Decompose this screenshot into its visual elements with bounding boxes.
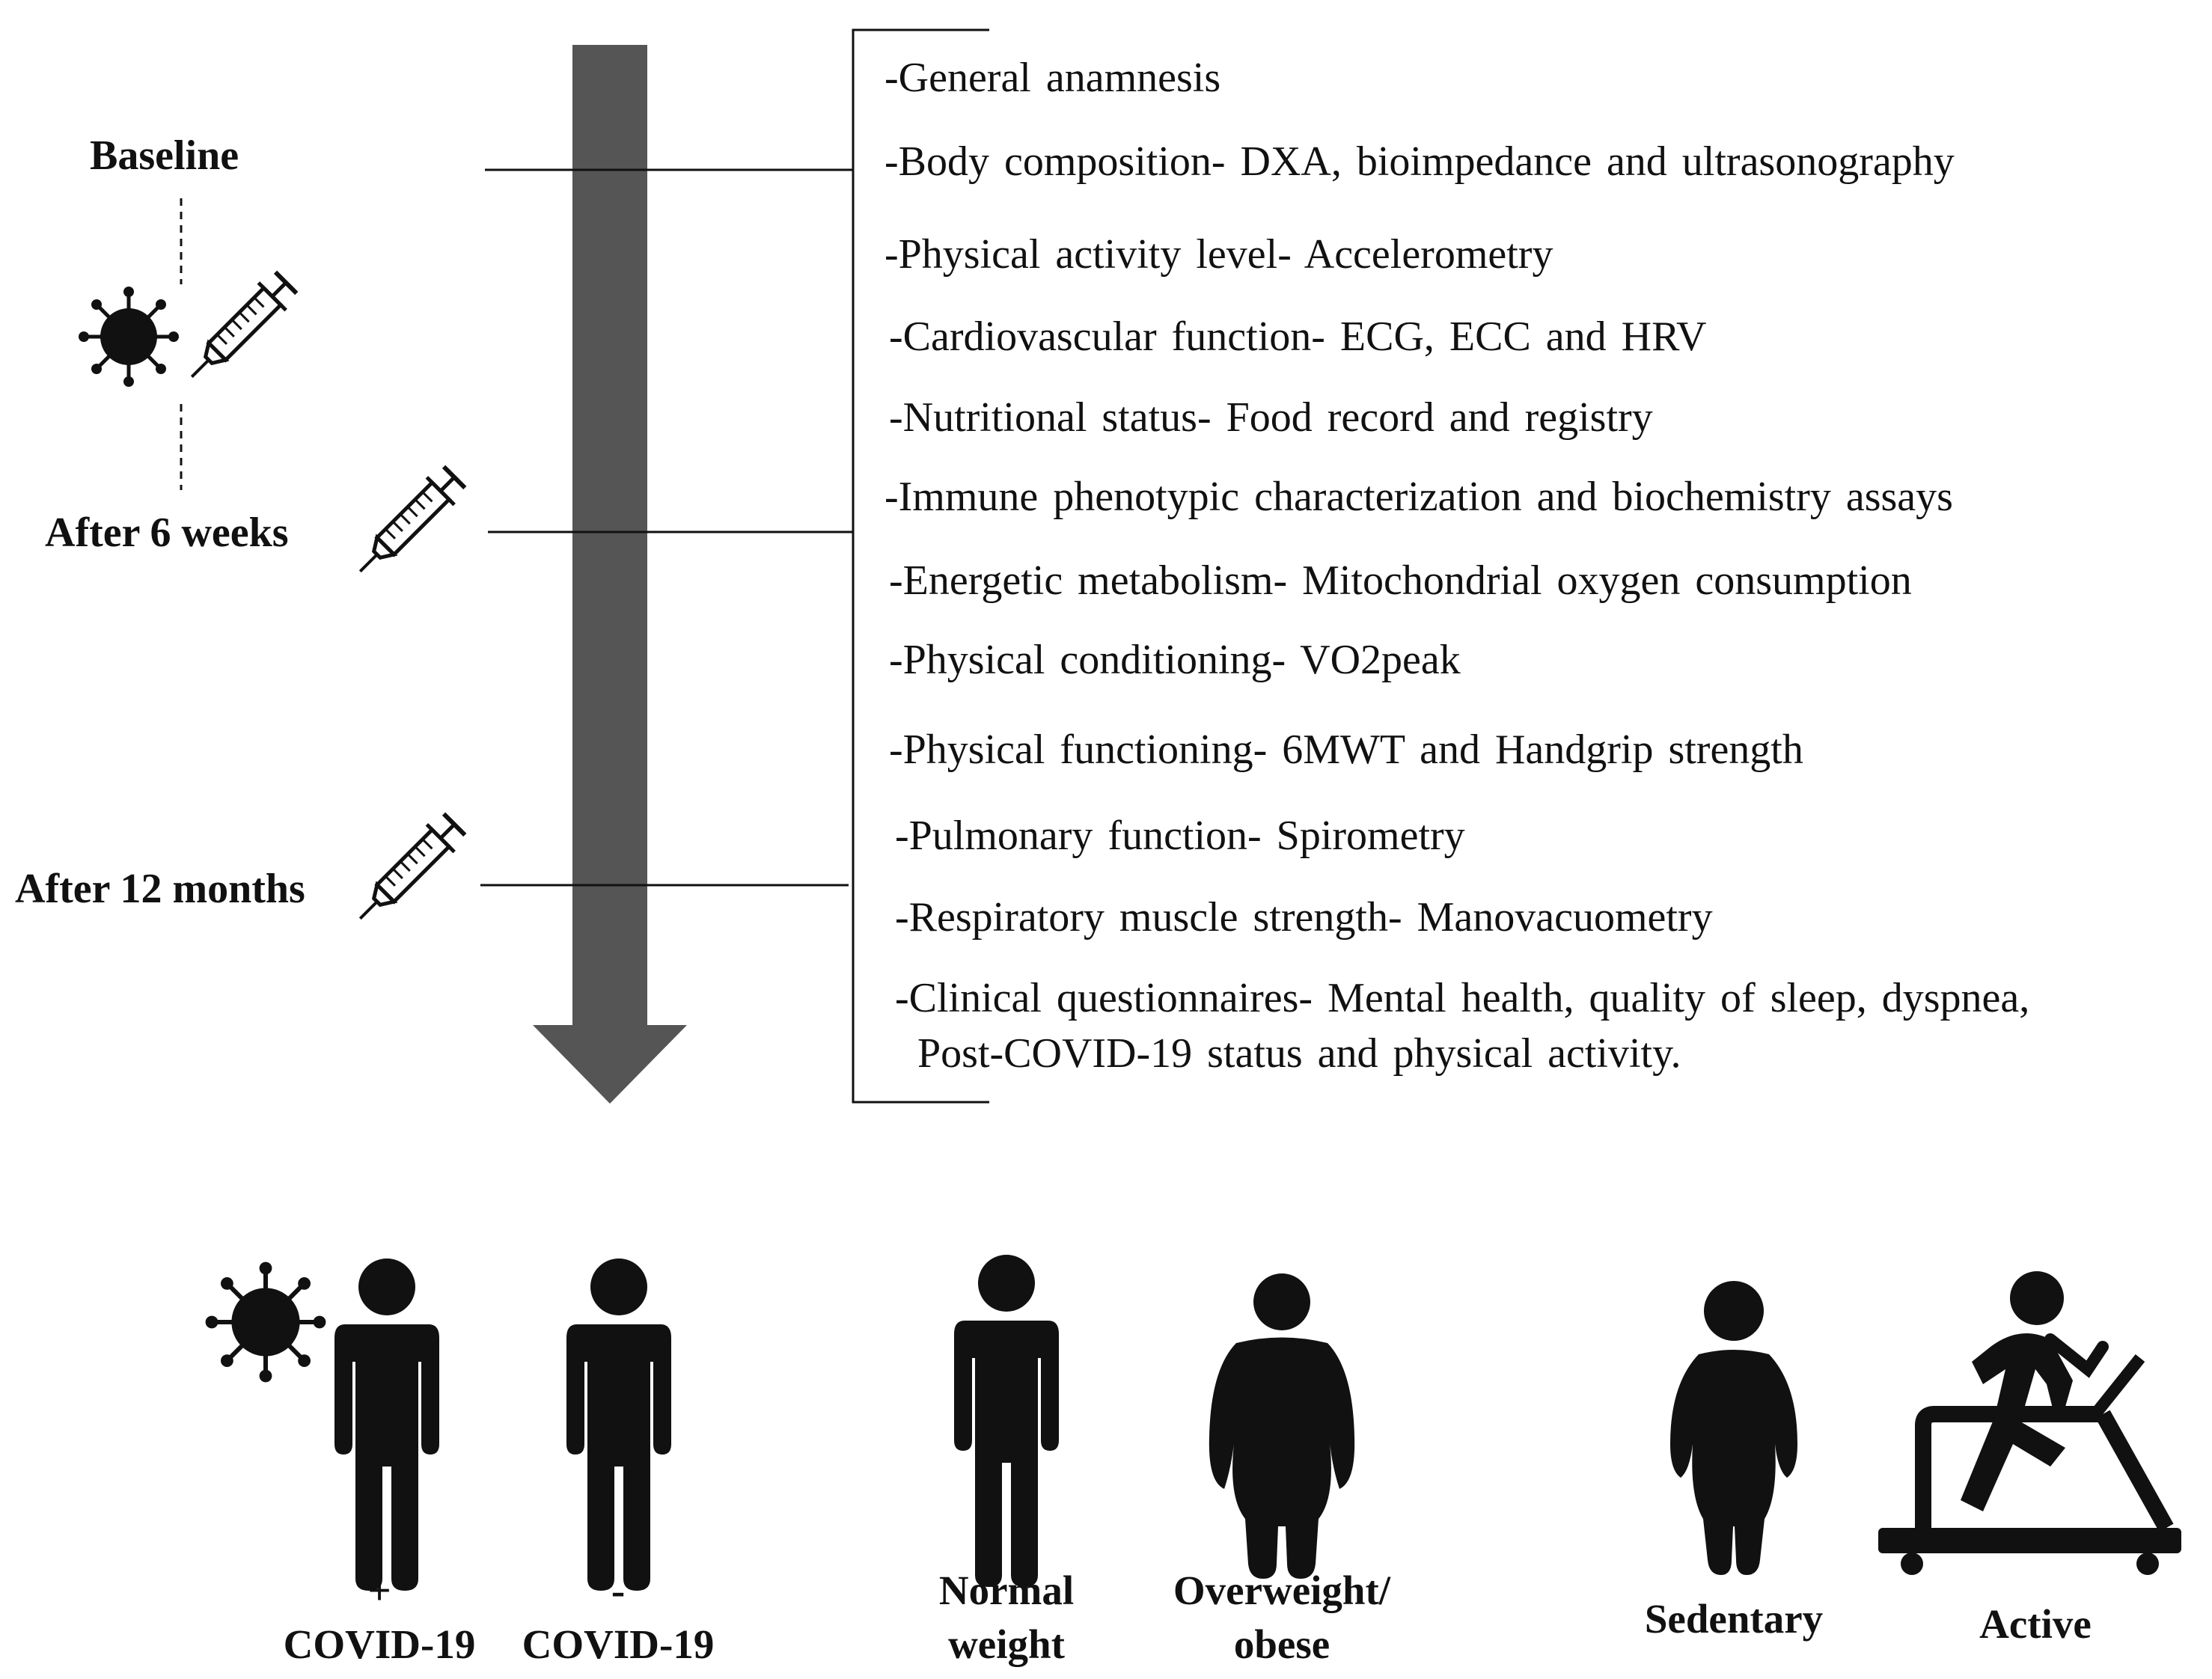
active-caption: Active <box>1979 1601 2092 1647</box>
treadmill-runner-icon <box>1878 1271 2181 1575</box>
virus-icon <box>206 1262 326 1383</box>
assessment-item: -Respiratory muscle strength- Manovacuom… <box>895 894 1713 941</box>
person-icon-covid-negative <box>566 1259 671 1591</box>
overweight-caption: Overweight/ obese <box>1143 1564 1420 1672</box>
virus-icon <box>79 287 179 387</box>
covid-positive-caption: + COVID-19 <box>267 1564 492 1672</box>
assessment-item: -Pulmonary function- Spirometry <box>895 813 1465 859</box>
obese-person-icon <box>1209 1273 1355 1579</box>
timeline-arrow-shaft <box>572 45 647 1025</box>
syringe-icon <box>346 810 468 932</box>
syringe-icon <box>346 463 468 585</box>
assessment-item: -Clinical questionnaires- Mental health,… <box>895 975 2030 1021</box>
assessment-item: -General anamnesis <box>885 55 1221 101</box>
overweight-line1: Overweight/ <box>1173 1568 1391 1613</box>
normal-weight-line2: weight <box>948 1621 1065 1667</box>
covid-positive-label: COVID-19 <box>283 1621 476 1667</box>
covid-negative-label: COVID-19 <box>522 1621 715 1667</box>
normal-weight-line1: Normal <box>938 1568 1075 1613</box>
person-icon-covid-positive <box>334 1259 439 1591</box>
sedentary-person-icon <box>1670 1281 1797 1575</box>
assessment-item: -Physical functioning- 6MWT and Handgrip… <box>889 727 1803 773</box>
person-icon-normal-weight <box>954 1255 1059 1587</box>
assessment-item-continued: Post-COVID-19 status and physical activi… <box>917 1030 1681 1077</box>
timepoint-label-12-months: After 12 months <box>15 866 305 912</box>
covid-negative-sign: - <box>611 1568 626 1613</box>
timepoint-label-baseline: Baseline <box>90 132 239 179</box>
timeline-arrow-head <box>533 1025 687 1104</box>
assessment-item: -Physical activity level- Accelerometry <box>885 231 1553 278</box>
assessments-bracket <box>852 28 989 1104</box>
assessment-item: -Physical conditioning- VO2peak <box>889 637 1461 683</box>
assessment-item: -Cardiovascular function- ECG, ECC and H… <box>889 314 1707 360</box>
assessment-item: -Energetic metabolism- Mitochondrial oxy… <box>889 557 1912 604</box>
assessment-item: -Nutritional status- Food record and reg… <box>889 394 1653 441</box>
normal-weight-caption: Normal weight <box>894 1564 1119 1672</box>
assessment-item: -Immune phenotypic characterization and … <box>885 474 1953 520</box>
sedentary-caption: Sedentary <box>1644 1596 1824 1642</box>
timepoint-label-6-weeks: After 6 weeks <box>45 510 289 556</box>
assessment-item: -Body composition- DXA, bioimpedance and… <box>885 138 1955 185</box>
overweight-line2: obese <box>1233 1621 1330 1667</box>
syringe-icon <box>178 269 300 391</box>
covid-negative-caption: - COVID-19 <box>506 1564 730 1672</box>
covid-positive-sign: + <box>367 1568 391 1613</box>
